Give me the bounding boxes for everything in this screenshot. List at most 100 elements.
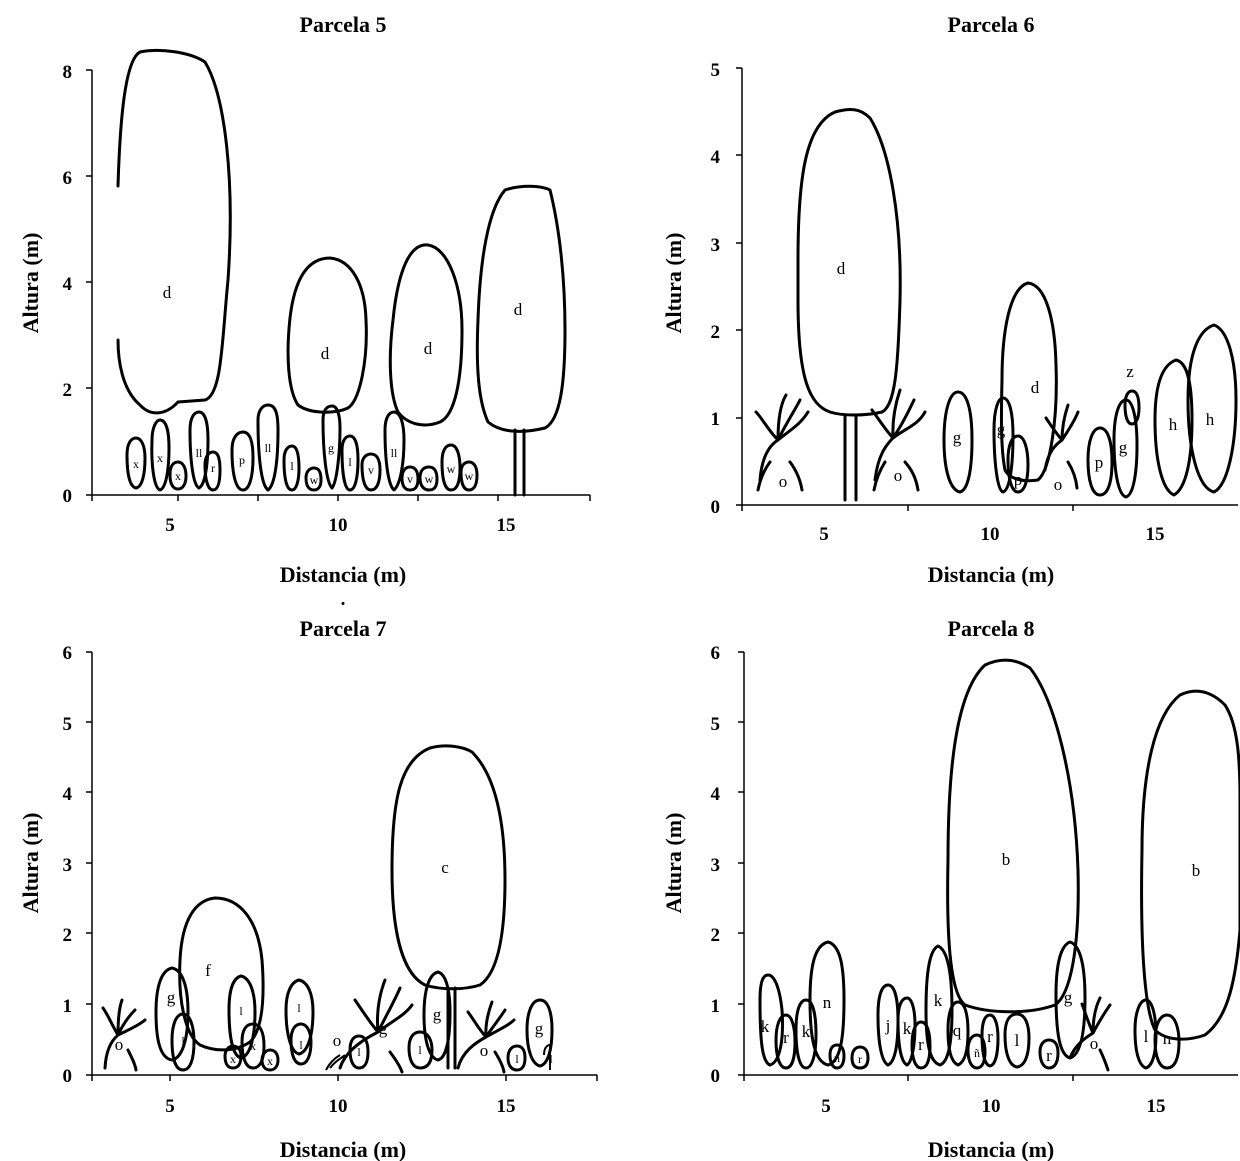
tree-trunk [843,413,858,502]
plant-label: l [418,1043,422,1057]
x-tick-label: 10 [329,515,348,536]
x-axis-label: Distancia (m) [280,1137,406,1161]
tree-crown [286,256,368,414]
plant-label: x [230,1052,236,1066]
shrub [828,1043,846,1070]
shrub [230,430,255,492]
plant-label: l [549,1052,553,1066]
plant-label: d [1031,378,1040,397]
tree-crown [796,108,902,417]
plant-label: x [267,1054,273,1068]
shrub [1123,389,1141,426]
shrub [348,1034,370,1070]
plant-label: o [779,472,788,491]
plant-label: o [115,1035,124,1054]
plant-label: ll [265,441,272,455]
tree-trunk [513,428,526,497]
plant-label: o [1054,475,1063,494]
y-tick-label: 5 [711,60,721,81]
y-axis-label: Altura (m) [661,233,686,334]
plant-label: z [1126,362,1134,381]
y-tick-label: 1 [711,996,721,1017]
grass-tuft [1043,403,1080,490]
grass-tuft [456,1000,516,1074]
x-tick-label: 15 [497,1096,516,1117]
shrub [168,460,188,491]
y-tick-label: 3 [711,855,721,876]
panel-title: Parcela 5 [300,12,387,37]
plant-label: x [157,451,163,465]
shrub [154,966,190,1062]
shrub [125,436,147,490]
shrub [188,410,210,490]
plant-label: g [997,420,1006,439]
grass-tuft [870,388,927,492]
plant-label: n [1163,1029,1172,1048]
plant-label: l [297,1001,301,1015]
y-tick-label: 8 [63,62,73,83]
plant-label: g [328,441,334,455]
y-tick-label: 3 [711,235,721,256]
shrub [289,1022,313,1066]
shrub [304,466,323,492]
y-tick-label: 4 [63,784,73,805]
plant-label: k [802,1022,811,1041]
y-tick-label: 2 [63,925,73,946]
plant-label: r [987,1027,993,1046]
x-tick-label: 5 [165,1096,175,1117]
shrub [758,973,784,1067]
shrub [942,390,974,494]
plant-label: d [424,339,433,358]
shrub [543,1044,551,1070]
plant-label: v [407,472,413,486]
shrub [400,465,420,492]
x-tick-label: 10 [329,1096,348,1117]
shrub [1006,434,1030,494]
x-ticks [743,1075,1074,1081]
shrub [1153,1013,1181,1070]
x-tick-label: 5 [821,1096,831,1117]
plant-label: o [1090,1034,1099,1053]
plant-label: r [783,1028,789,1047]
shrub [256,403,280,492]
plant-label: d [514,300,523,319]
plant-label: w [447,462,456,476]
panel-title: Parcela 6 [948,12,1035,37]
shrub [340,434,360,492]
plant-label: p [239,453,245,467]
shrub [240,1022,266,1070]
tree-crown [999,281,1058,483]
plant-label: l [181,1034,185,1048]
plant-label: h [1169,415,1178,434]
plant-label: l [515,1052,519,1066]
plant-label: x [175,469,181,483]
plant-label: r [918,1035,924,1054]
y-tick-label: 5 [711,714,721,735]
y-tick-label: 4 [711,147,721,168]
plant-label: w [310,473,319,487]
shrub [525,998,554,1068]
axes [741,68,1238,506]
x-tick-label: 10 [982,1096,1001,1117]
plant-label: r [858,1052,862,1066]
shrub [360,452,382,492]
plant-label: ll [391,446,398,460]
plant-label: c [441,858,449,877]
plant-label: l [239,1004,243,1018]
plant-label: w [425,472,434,486]
plant-label: q [953,1021,962,1040]
x-axis-label: Distancia (m) [928,1137,1054,1161]
shrub [459,460,479,492]
shrub [1153,358,1194,497]
panel-parcela-6: Parcela 6 Altura (m) Distancia (m) 0 1 2… [661,12,1238,587]
y-ticks [86,69,92,496]
shrub [203,450,222,492]
x-axis-label: Distancia (m) [928,562,1054,587]
grass-tuft [325,1054,346,1071]
plant-label: g [167,988,176,1007]
plant-label: g [379,1019,388,1038]
y-tick-label: 2 [711,925,721,946]
plant-label: d [163,283,172,302]
shrub [1054,940,1087,1060]
plant-label: l [1144,1027,1149,1046]
